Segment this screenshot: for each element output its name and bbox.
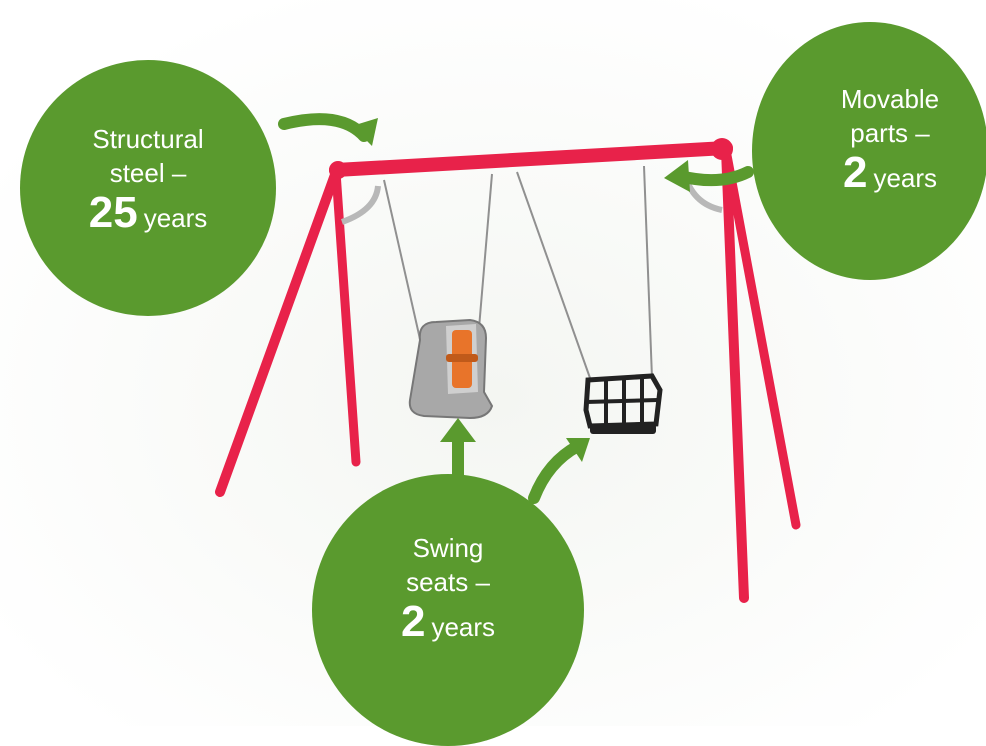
chain bbox=[477, 173, 493, 341]
chain bbox=[383, 179, 423, 349]
baby-seat-icon bbox=[408, 318, 494, 420]
movable-line1: Movable bbox=[840, 83, 940, 114]
structural-value: 25 bbox=[88, 187, 138, 237]
arrow-to-basket-icon bbox=[528, 440, 584, 504]
left-front-leg bbox=[215, 167, 341, 497]
arrowhead-icon bbox=[440, 418, 476, 442]
structural-line2: steel – bbox=[109, 157, 187, 188]
right-back-leg bbox=[721, 145, 801, 530]
swing-frame-icon bbox=[215, 138, 801, 603]
arrowhead-icon bbox=[664, 160, 690, 192]
seat-harness-band bbox=[446, 354, 478, 362]
swing-chains bbox=[383, 165, 653, 379]
arrow-heads bbox=[352, 118, 690, 462]
chain bbox=[643, 165, 653, 379]
arrowhead-icon bbox=[566, 438, 590, 462]
arrowhead-icon bbox=[352, 118, 378, 146]
basket-frame bbox=[583, 373, 663, 429]
seats-unit: years bbox=[431, 611, 496, 642]
top-beam bbox=[329, 141, 733, 177]
basket-base bbox=[590, 424, 656, 434]
seats-line1: Swing bbox=[412, 532, 484, 563]
structural-unit: years bbox=[143, 202, 208, 233]
right-joint bbox=[711, 138, 733, 160]
structural-line1: Structural bbox=[92, 123, 204, 154]
basket-seat-icon bbox=[583, 373, 663, 434]
movable-value: 2 bbox=[842, 147, 868, 197]
seats-value: 2 bbox=[400, 596, 426, 646]
left-brace bbox=[340, 185, 381, 225]
right-front-leg bbox=[721, 145, 749, 603]
left-back-leg bbox=[331, 167, 361, 467]
left-joint bbox=[329, 161, 347, 179]
seats-line2: seats – bbox=[406, 566, 490, 597]
movable-line2: parts – bbox=[850, 117, 930, 148]
chain bbox=[516, 171, 591, 379]
movable-unit: years bbox=[873, 162, 938, 193]
